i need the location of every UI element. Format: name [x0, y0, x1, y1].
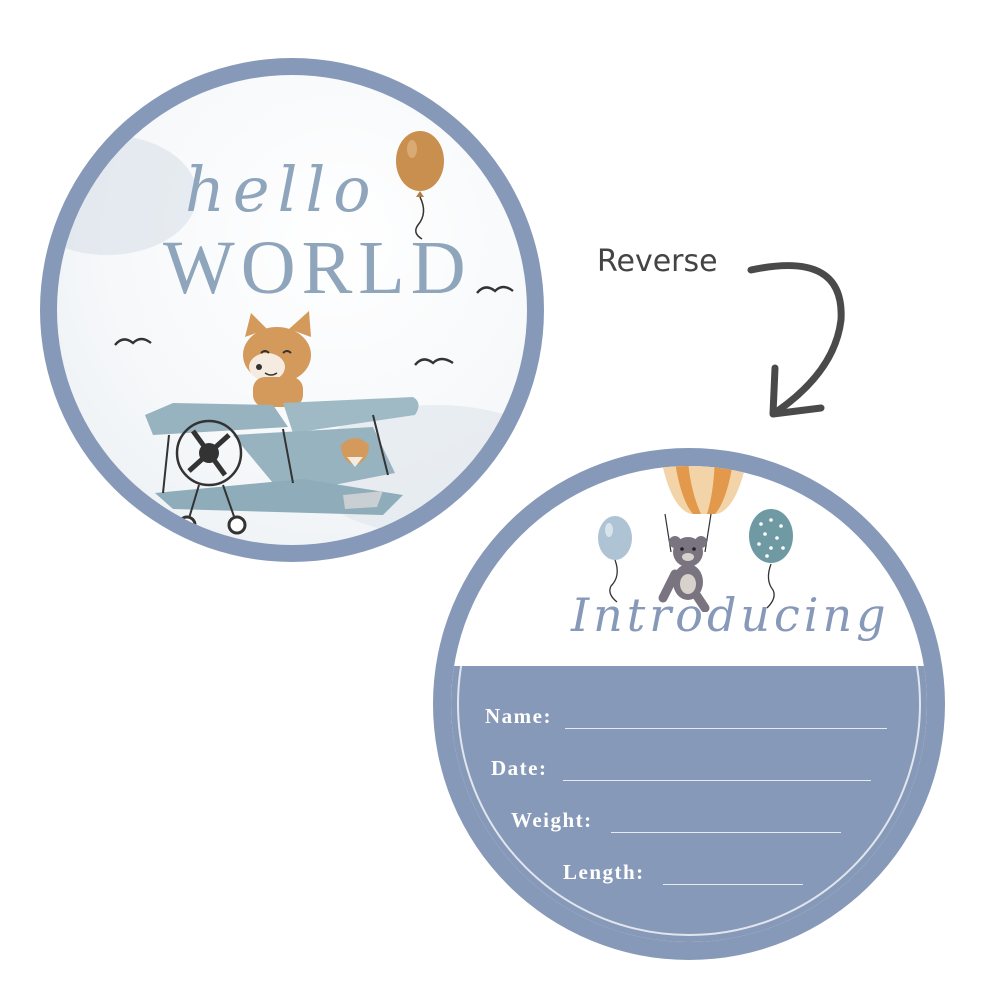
- bird-icon: [414, 357, 454, 366]
- bird-icon: [114, 337, 152, 346]
- bear-icon: [658, 513, 712, 612]
- front-card: hello WORLD: [40, 58, 544, 562]
- bird-icon: [476, 285, 514, 294]
- hello-title: hello: [185, 153, 379, 226]
- date-label: Date:: [491, 756, 548, 780]
- front-card-face: hello WORLD: [57, 75, 527, 545]
- dotted-balloon-icon: [749, 509, 793, 609]
- biplane-icon: [145, 397, 419, 535]
- back-card-face: Introducing Name: Date: Weight: Length:: [451, 466, 927, 942]
- length-label: Length:: [563, 860, 645, 884]
- reverse-label: Reverse: [597, 244, 718, 279]
- cloud-left: [57, 135, 197, 255]
- world-title: WORLD: [163, 226, 472, 310]
- fox-icon: [243, 311, 311, 407]
- back-card: Introducing Name: Date: Weight: Length:: [433, 448, 945, 960]
- balloon-icon: [598, 516, 632, 603]
- balloon-icon: [396, 131, 444, 240]
- introducing-heading: Introducing: [571, 588, 890, 642]
- name-label: Name:: [485, 704, 552, 728]
- weight-label: Weight:: [511, 808, 593, 832]
- hot-air-balloon-icon: [662, 466, 746, 514]
- date-line[interactable]: [563, 780, 871, 781]
- weight-line[interactable]: [611, 832, 841, 833]
- name-line[interactable]: [565, 728, 887, 729]
- length-line[interactable]: [663, 884, 803, 885]
- curved-arrow-icon: [747, 262, 845, 418]
